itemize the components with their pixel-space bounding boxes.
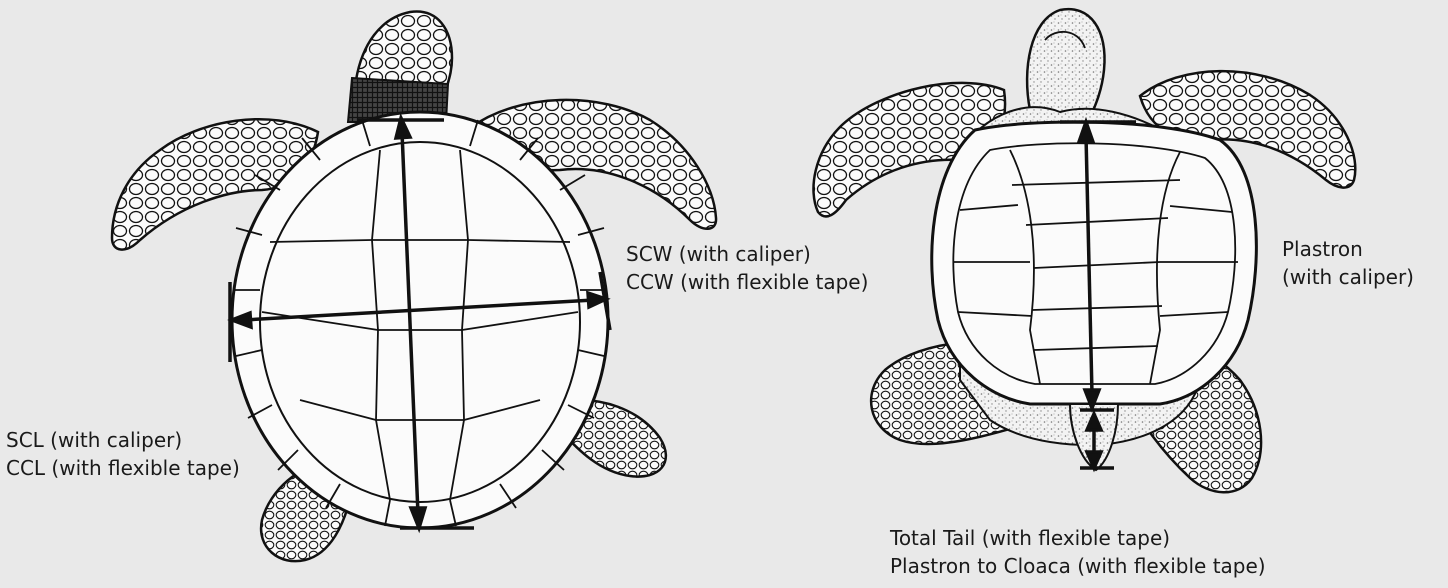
plastron-label-line2: (with caliper) <box>1282 263 1414 291</box>
scw-label: SCW (with caliper) CCW (with flexible ta… <box>626 240 868 296</box>
scw-label-line1: SCW (with caliper) <box>626 240 868 268</box>
scl-label: SCL (with caliper) CCL (with flexible ta… <box>6 426 240 482</box>
tail-label: Total Tail (with flexible tape) Plastron… <box>890 524 1266 580</box>
plastron-turtle <box>813 9 1355 492</box>
carapace-shell <box>232 112 608 528</box>
plastron-label-line1: Plastron <box>1282 235 1414 263</box>
scl-label-line1: SCL (with caliper) <box>6 426 240 454</box>
tail-label-line1: Total Tail (with flexible tape) <box>890 524 1266 552</box>
scw-label-line2: CCW (with flexible tape) <box>626 268 868 296</box>
plastron-label: Plastron (with caliper) <box>1282 235 1414 291</box>
plastron-head <box>1027 9 1104 118</box>
tail-label-line2: Plastron to Cloaca (with flexible tape) <box>890 552 1266 580</box>
scl-label-line2: CCL (with flexible tape) <box>6 454 240 482</box>
plastron-shell <box>932 122 1257 404</box>
